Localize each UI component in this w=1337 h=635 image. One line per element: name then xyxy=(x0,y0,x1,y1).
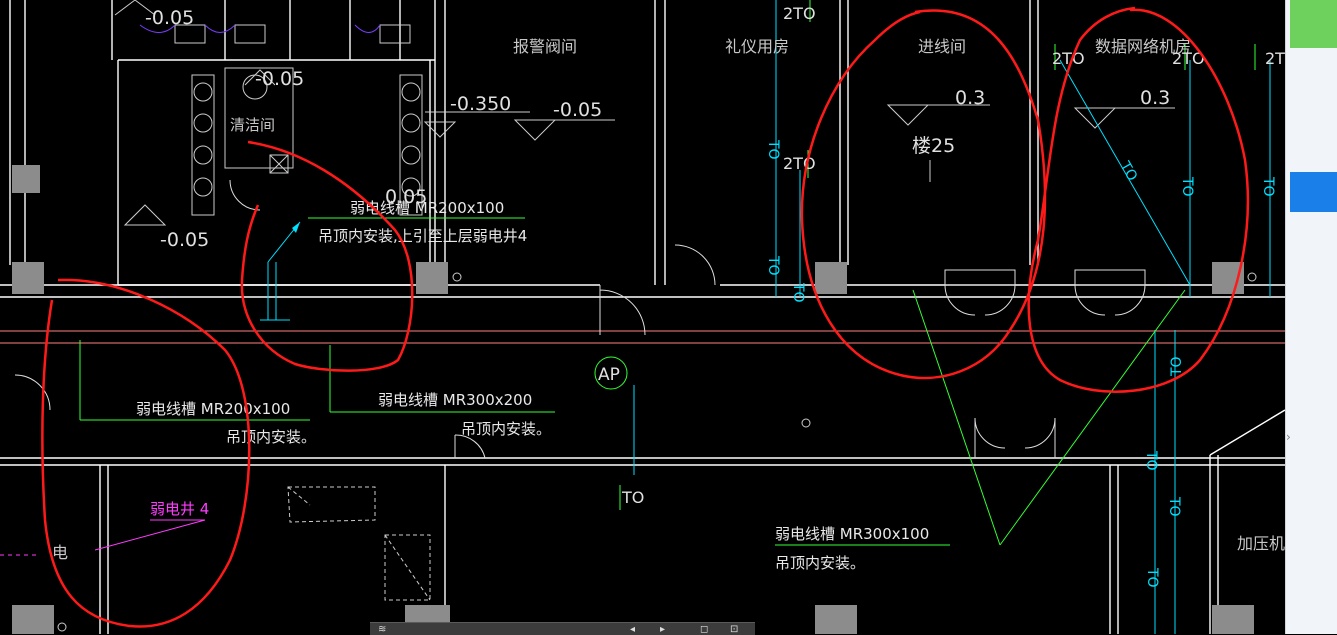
statusbar-icon-1[interactable]: ≋ xyxy=(378,624,387,635)
outlet-2to-2: 2TO xyxy=(783,154,816,173)
outlet-to-v1: TO xyxy=(765,139,781,160)
ap-label: AP xyxy=(598,365,620,385)
shaft-label: 弱电井 4 xyxy=(150,500,209,518)
tray1-spec: 弱电线槽 MR200x100 xyxy=(350,199,504,217)
small-circles xyxy=(57,272,1257,632)
toilet-fixtures xyxy=(174,24,423,216)
floor-plan-svg: 报警阀间 礼仪用房 进线间 数据网络机房 清洁间 加压机 电 -0.05 -0.… xyxy=(0,0,1285,634)
statusbar-icon-2[interactable]: ◂ xyxy=(630,624,636,635)
tray-leaders xyxy=(79,0,1256,546)
panel-collapse-icon[interactable]: › xyxy=(1286,430,1291,444)
statusbar-icon-4[interactable]: ◻ xyxy=(700,624,709,635)
tray4-spec: 弱电线槽 MR300x100 xyxy=(775,525,929,543)
outlet-to-diag: TO xyxy=(1116,158,1140,184)
elevation-7: 0.3 xyxy=(955,87,985,109)
outlet-to-v8: TO xyxy=(1166,496,1182,517)
outlet-2to-5: 2TO xyxy=(1265,49,1285,68)
markup-circle-1 xyxy=(240,140,414,372)
corridor-lines xyxy=(0,330,1285,344)
tray2-spec: 弱电线槽 MR200x100 xyxy=(136,400,290,418)
outlet-to-v9: TO xyxy=(1144,567,1160,588)
room-cleaning: 清洁间 xyxy=(230,116,275,134)
purple-doors xyxy=(139,24,381,33)
shaft-leader xyxy=(94,519,206,551)
outlet-2to-1: 2TO xyxy=(783,4,816,23)
elevation-6: 0.05 xyxy=(385,186,427,208)
tray1-note: 吊顶内安装,上引至上层弱电井4 xyxy=(318,227,527,245)
outlet-to-v3: TO xyxy=(790,282,806,303)
tray2-note: 吊顶内安装。 xyxy=(226,428,316,446)
statusbar-icon-3[interactable]: ▸ xyxy=(660,624,666,635)
room-pressurization: 加压机 xyxy=(1237,534,1285,553)
cad-drawing-canvas[interactable]: 报警阀间 礼仪用房 进线间 数据网络机房 清洁间 加压机 电 -0.05 -0.… xyxy=(0,0,1285,634)
elevation-5: -0.05 xyxy=(160,229,209,251)
floor-label: 楼25 xyxy=(912,135,955,157)
room-ceremonial: 礼仪用房 xyxy=(725,37,789,56)
markup-circle-3 xyxy=(800,9,1047,380)
outlet-to-v4: TO xyxy=(1179,176,1195,197)
cyan-lines xyxy=(260,0,1271,634)
walls xyxy=(0,0,1285,634)
outlet-2to-3: 2TO xyxy=(1052,49,1085,68)
dashed-equipment xyxy=(287,486,431,601)
room-cable-entry: 进线间 xyxy=(918,37,966,56)
doors xyxy=(14,179,1146,459)
outlet-to-v5: TO xyxy=(1260,176,1276,197)
elevation-1: -0.05 xyxy=(145,7,194,29)
statusbar-icon-5[interactable]: ⊡ xyxy=(730,624,739,635)
elevation-4: -0.05 xyxy=(553,99,602,121)
outlet-2to-4: 2TO xyxy=(1172,49,1205,68)
panel-accent-green[interactable] xyxy=(1290,0,1337,48)
right-side-panel: › xyxy=(1285,0,1337,634)
red-markups xyxy=(41,6,1250,628)
columns xyxy=(12,165,1254,634)
tray4-note: 吊顶内安装。 xyxy=(775,554,865,572)
elevation-8: 0.3 xyxy=(1140,87,1170,109)
cyan-arrow xyxy=(292,222,300,233)
room-electric: 电 xyxy=(52,543,68,562)
cad-statusbar: ≋ ◂ ▸ ◻ ⊡ xyxy=(370,622,755,635)
tray3-spec: 弱电线槽 MR300x200 xyxy=(378,391,532,409)
tray3-note: 吊顶内安装。 xyxy=(461,420,551,438)
markup-circle-2 xyxy=(41,278,251,628)
markup-circle-4 xyxy=(1027,6,1250,393)
panel-accent-blue[interactable] xyxy=(1290,172,1337,212)
outlet-to-ap: TO xyxy=(621,488,644,507)
room-data-network: 数据网络机房 xyxy=(1095,37,1191,56)
elevation-2: -0.05 xyxy=(255,68,304,90)
outlet-to-v6: TO xyxy=(1169,356,1185,377)
elevation-3: -0.350 xyxy=(450,93,511,115)
outlet-to-v7: TO xyxy=(1143,450,1159,471)
room-alarm-valve: 报警阀间 xyxy=(513,37,577,56)
elevation-markers xyxy=(114,0,1175,226)
outlet-to-v2: TO xyxy=(765,255,781,276)
